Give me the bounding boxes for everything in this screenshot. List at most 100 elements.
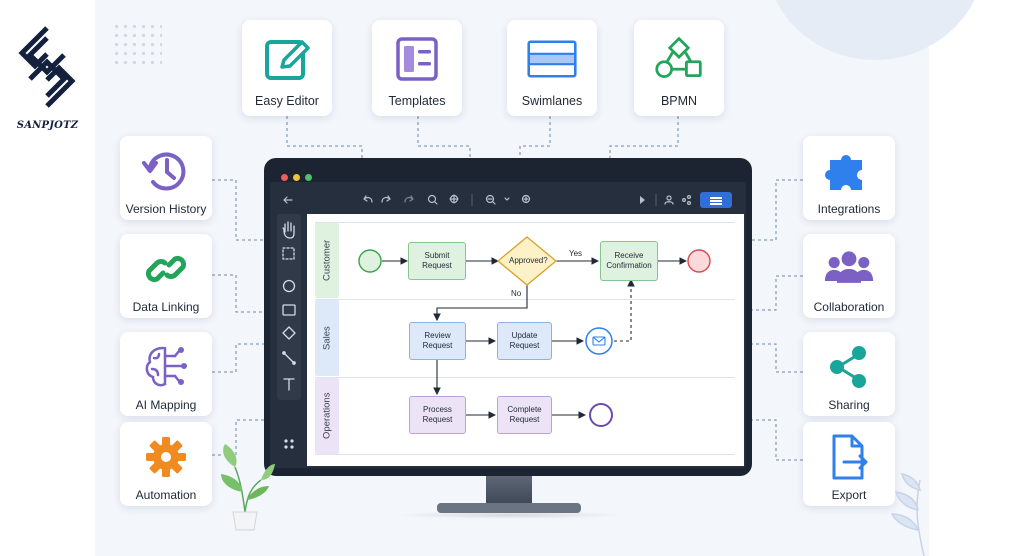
- lane-header-operations: [315, 378, 339, 454]
- monitor-stand: [486, 476, 532, 504]
- feature-label: Swimlanes: [521, 94, 583, 108]
- back-arrow-icon[interactable]: [283, 196, 293, 204]
- edge-label-yes: Yes: [569, 249, 583, 258]
- zoom-out-icon[interactable]: [485, 194, 496, 205]
- feature-label: Templates: [388, 94, 446, 108]
- gear-icon: [141, 432, 191, 482]
- users-icon: [824, 244, 874, 294]
- start-event[interactable]: [358, 249, 382, 273]
- feature-label: Collaboration: [813, 300, 885, 314]
- person-icon[interactable]: [664, 195, 674, 205]
- feature-label: Integrations: [817, 202, 881, 216]
- swimlanes-icon: [527, 34, 577, 84]
- feature-card-export[interactable]: Export: [803, 422, 895, 506]
- feature-card-collaboration[interactable]: Collaboration: [803, 234, 895, 318]
- connector-icon[interactable]: [282, 351, 296, 365]
- feature-card-easy-editor[interactable]: Easy Editor: [242, 20, 332, 116]
- undo-icon[interactable]: [363, 195, 373, 203]
- menu-button[interactable]: [700, 192, 732, 208]
- lane-divider: [315, 454, 735, 455]
- history-clock-icon: [141, 146, 191, 196]
- feature-card-integrations[interactable]: Integrations: [803, 136, 895, 220]
- lane-divider: [315, 222, 735, 223]
- lane-header-customer: [315, 222, 339, 298]
- edge-message-receive: [614, 278, 635, 342]
- pencil-edit-icon: [262, 34, 312, 84]
- template-icon: [392, 34, 442, 84]
- feature-label: AI Mapping: [135, 398, 197, 412]
- edge-label-no: No: [511, 289, 522, 298]
- shape-toolbar: [277, 214, 301, 400]
- brand-name: SANPJOTZ: [16, 120, 79, 131]
- feature-label: Automation: [135, 488, 197, 502]
- feature-card-version-history[interactable]: Version History: [120, 136, 212, 220]
- export-file-icon: [824, 432, 874, 482]
- brand-logo-mark: [18, 26, 76, 108]
- menu-icon: [710, 197, 722, 199]
- rectangle-icon[interactable]: [282, 304, 296, 316]
- end-event[interactable]: [687, 249, 711, 273]
- plant-decoration: [221, 444, 275, 531]
- play-icon[interactable]: [640, 196, 645, 204]
- leaf-decoration: [890, 473, 925, 556]
- feature-label: Version History: [125, 202, 207, 216]
- feature-label: Easy Editor: [255, 94, 319, 108]
- chevron-down-icon[interactable]: [504, 197, 510, 201]
- envelope-icon: [592, 336, 606, 346]
- ai-brain-icon: [141, 342, 191, 392]
- redo-disabled-icon[interactable]: [404, 195, 414, 203]
- feature-card-ai-mapping[interactable]: AI Mapping: [120, 332, 212, 416]
- maximize-dot[interactable]: [305, 174, 312, 181]
- lane-header-sales: [315, 300, 339, 376]
- link-icon: [141, 244, 191, 294]
- feature-label: Export: [831, 488, 867, 502]
- hand-icon[interactable]: [282, 221, 295, 239]
- edge-approved-review: [433, 285, 528, 322]
- share-icon: [824, 342, 874, 392]
- redo-icon[interactable]: [381, 195, 391, 203]
- zoom-add-icon[interactable]: [521, 194, 531, 204]
- message-event[interactable]: [585, 327, 613, 355]
- monitor-base: [437, 503, 581, 513]
- stand-shadow: [395, 511, 625, 519]
- feature-card-data-linking[interactable]: Data Linking: [120, 234, 212, 318]
- lane-divider: [315, 299, 735, 300]
- feature-label: Sharing: [828, 398, 870, 412]
- feature-card-sharing[interactable]: Sharing: [803, 332, 895, 416]
- select-icon[interactable]: [282, 247, 295, 260]
- circle-icon[interactable]: [282, 279, 296, 293]
- fit-icon[interactable]: [449, 194, 459, 204]
- gateway-label: Approved?: [509, 256, 548, 265]
- feature-card-swimlanes[interactable]: Swimlanes: [507, 20, 597, 116]
- end-event-operations[interactable]: [589, 403, 613, 427]
- gateway-approved[interactable]: [496, 236, 558, 286]
- apps-icon[interactable]: [284, 439, 294, 449]
- brand-logo: SANPJOTZ: [0, 20, 95, 131]
- dot-pattern: [112, 22, 162, 70]
- feature-label: BPMN: [660, 94, 698, 108]
- feature-card-bpmn[interactable]: BPMN: [634, 20, 724, 116]
- share-icon[interactable]: [681, 195, 691, 206]
- zoom-in-icon[interactable]: [427, 194, 438, 205]
- feature-card-automation[interactable]: Automation: [120, 422, 212, 506]
- bpmn-icon: [654, 34, 704, 84]
- close-dot[interactable]: [281, 174, 288, 181]
- feature-card-templates[interactable]: Templates: [372, 20, 462, 116]
- diamond-icon[interactable]: [282, 326, 296, 340]
- feature-label: Data Linking: [132, 300, 200, 314]
- puzzle-icon: [824, 146, 874, 196]
- text-icon[interactable]: [283, 378, 295, 391]
- minimize-dot[interactable]: [293, 174, 300, 181]
- lane-divider: [315, 377, 735, 378]
